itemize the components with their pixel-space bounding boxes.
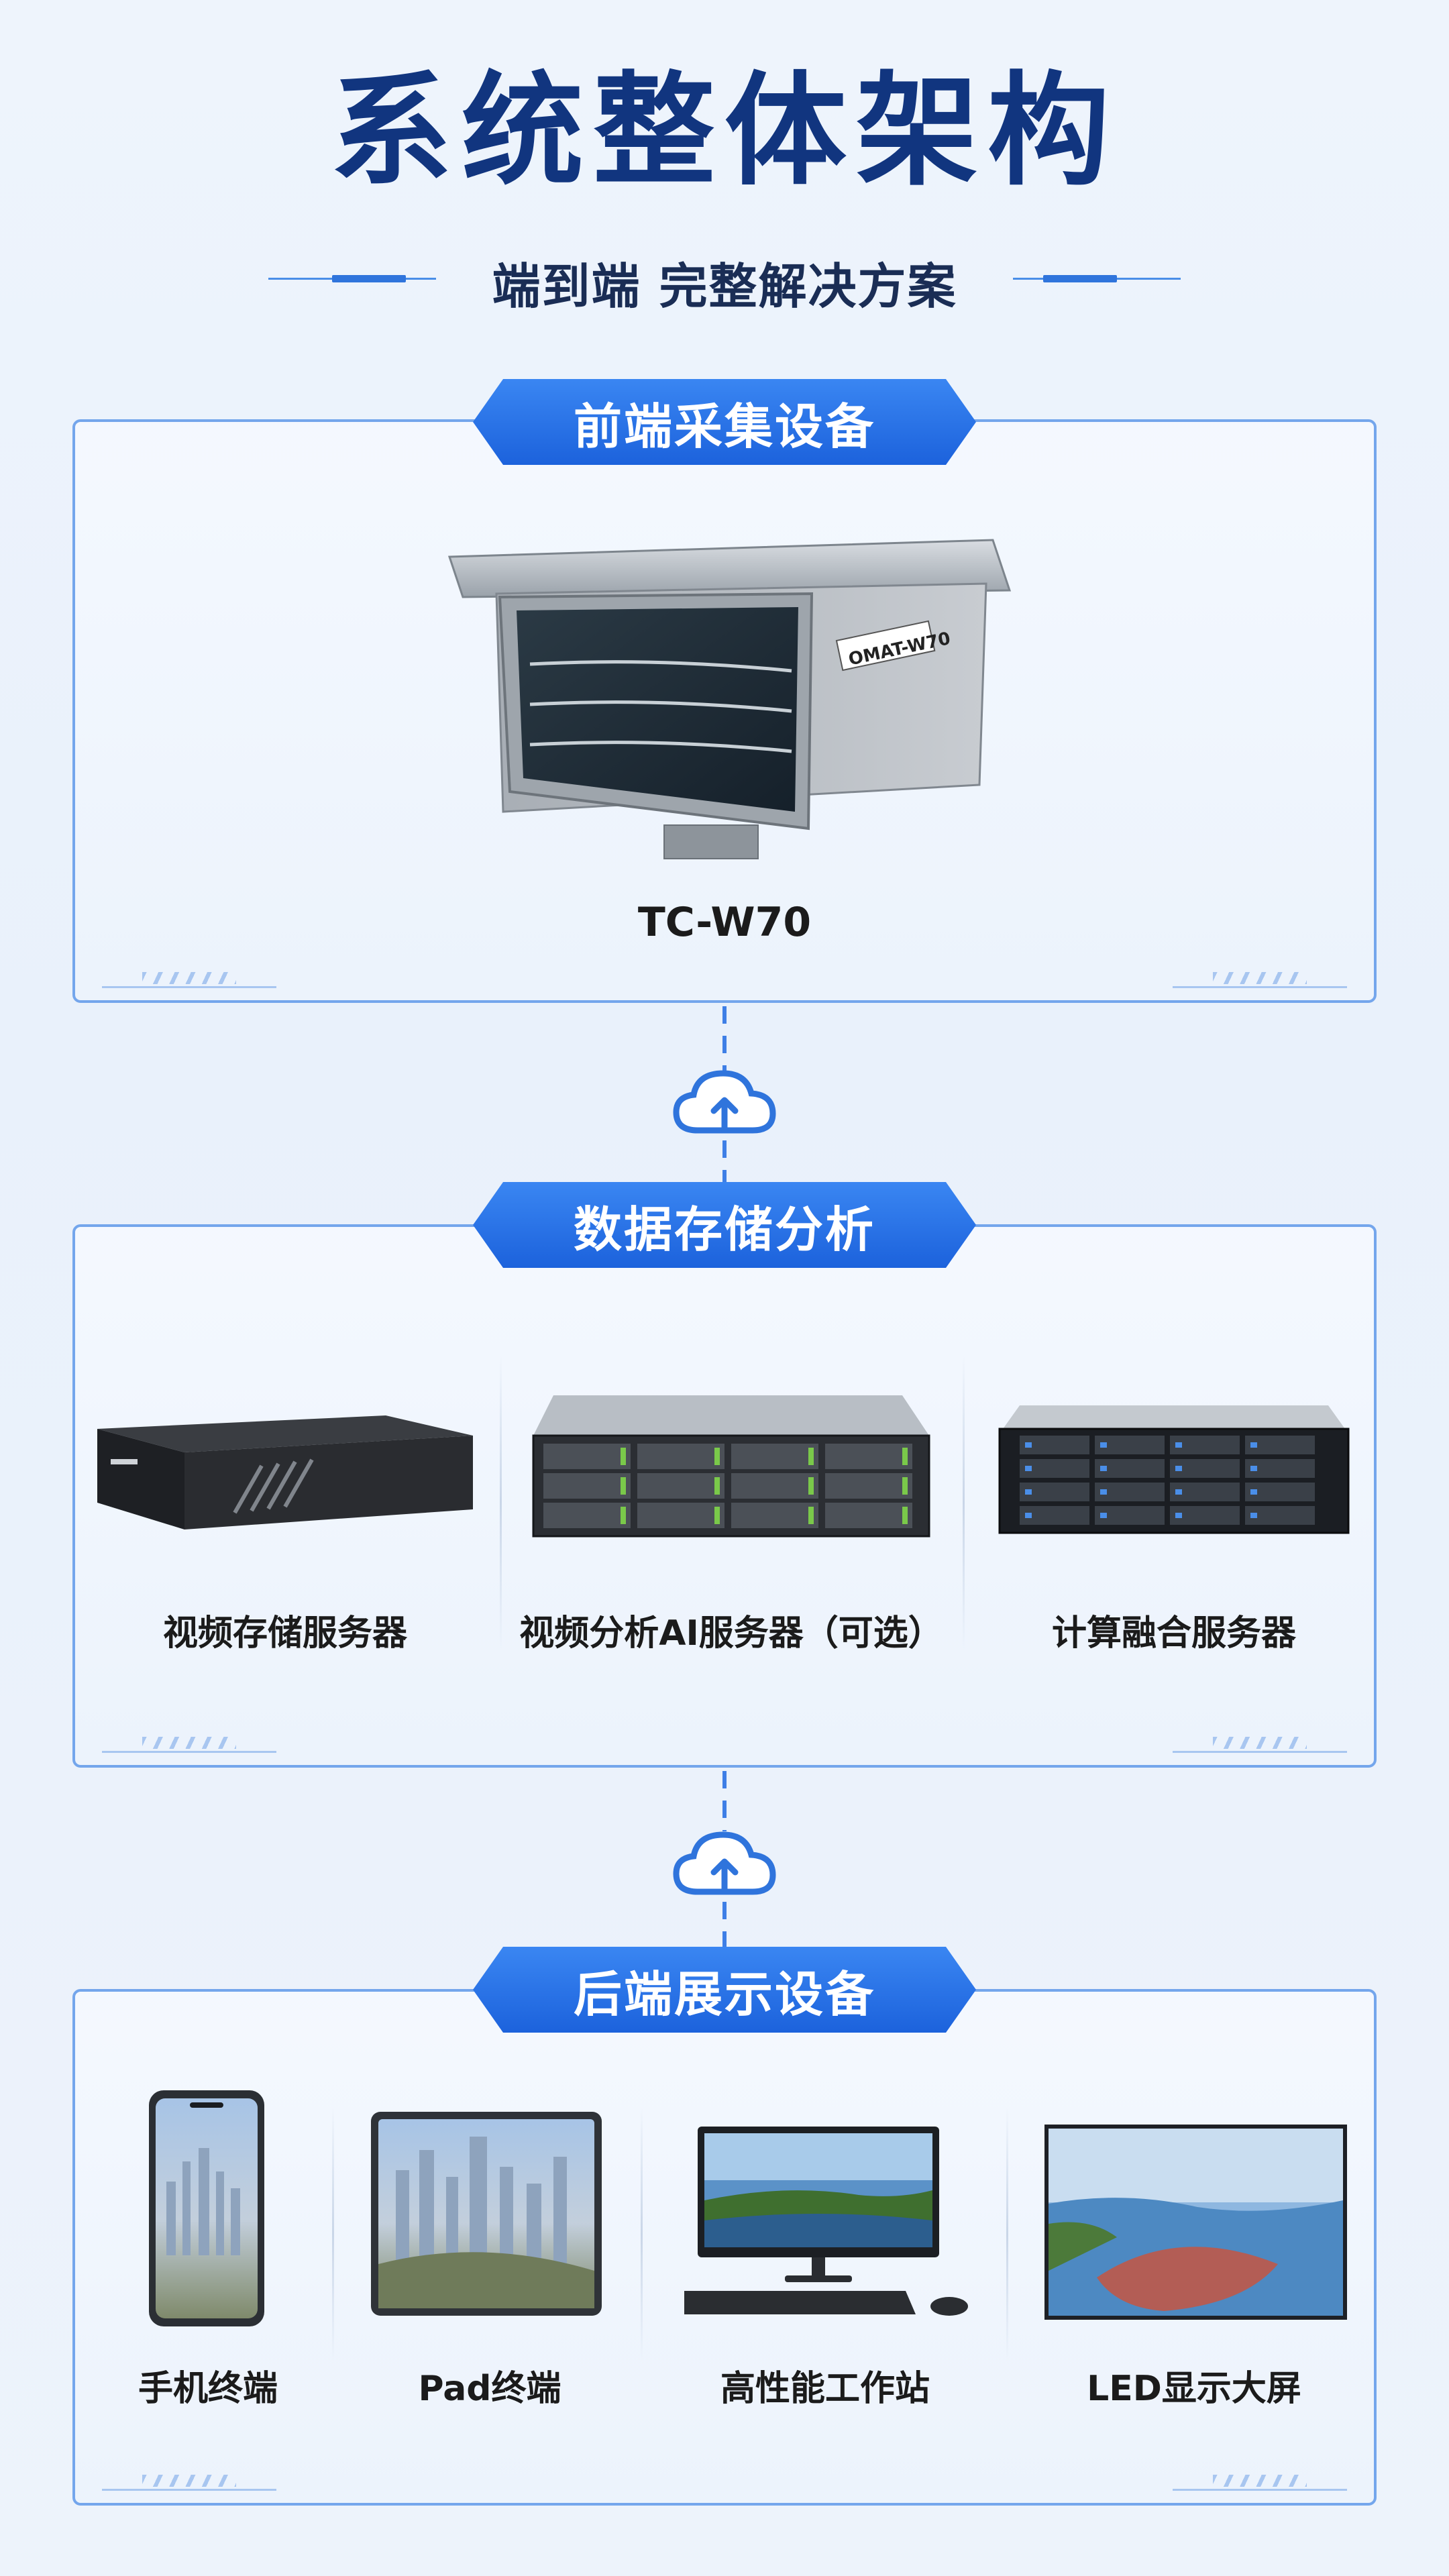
led-wall-image bbox=[1044, 2125, 1347, 2320]
section-banner-storage: 数据存储分析 bbox=[473, 1182, 976, 1268]
card-corner-deco bbox=[1173, 1726, 1347, 1753]
column-divider bbox=[332, 2106, 334, 2361]
device-label-tc-w70: TC-W70 bbox=[637, 899, 812, 946]
column-divider bbox=[1006, 2106, 1008, 2361]
column-divider bbox=[963, 1355, 965, 1650]
device-label-compute-fusion-server: 计算融合服务器 bbox=[1051, 1613, 1296, 1654]
page-subtitle: 端到端 完整解决方案 bbox=[492, 258, 957, 315]
desktop-workstation-image bbox=[684, 2127, 968, 2316]
section-banner-frontend: 前端采集设备 bbox=[473, 379, 976, 465]
subtitle-deco-right bbox=[1013, 275, 1181, 282]
card-corner-deco bbox=[1173, 2464, 1347, 2491]
connector-line bbox=[722, 1006, 727, 1073]
section-banner-display: 后端展示设备 bbox=[473, 1947, 976, 2033]
device-label-pad: Pad终端 bbox=[418, 2369, 561, 2409]
connector-line bbox=[722, 1771, 727, 1831]
subtitle-deco-left bbox=[268, 275, 436, 282]
storage-server-image bbox=[998, 1405, 1350, 1534]
device-label-phone: 手机终端 bbox=[138, 2369, 278, 2409]
rack-server-image bbox=[532, 1395, 930, 1538]
device-label-ai-analysis-server: 视频分析AI服务器（可选） bbox=[519, 1613, 943, 1654]
column-divider bbox=[500, 1355, 502, 1650]
card-corner-deco bbox=[1173, 961, 1347, 988]
card-corner-deco bbox=[102, 961, 276, 988]
device-label-video-storage-server: 视频存储服务器 bbox=[162, 1613, 407, 1654]
nvr-box-image bbox=[97, 1415, 473, 1529]
page-title: 系统整体架构 bbox=[330, 60, 1119, 202]
connector-line bbox=[722, 1140, 727, 1204]
device-label-workstation: 高性能工作站 bbox=[720, 2369, 930, 2409]
device-label-led-wall: LED显示大屏 bbox=[1087, 2369, 1301, 2409]
card-corner-deco bbox=[102, 1726, 276, 1753]
column-divider bbox=[641, 2106, 643, 2361]
tablet-image bbox=[371, 2112, 602, 2316]
cloud-upload-icon bbox=[673, 1831, 776, 1895]
connector-line bbox=[722, 1902, 727, 1966]
phone-image bbox=[149, 2090, 264, 2326]
card-corner-deco bbox=[102, 2464, 276, 2491]
cloud-upload-icon bbox=[673, 1070, 776, 1134]
camera-housing-image: OMAT-W70 bbox=[447, 539, 1012, 859]
